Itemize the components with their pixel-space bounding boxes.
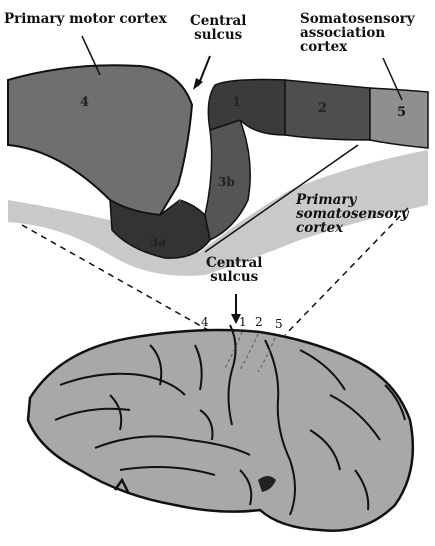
brain-area-2-label: 2 xyxy=(255,316,263,329)
label-somato-assoc-line1: Somatosensory xyxy=(300,12,435,26)
brain-area-4-label: 4 xyxy=(201,316,209,329)
brain-area-1-label: 1 xyxy=(239,316,247,329)
label-central-sulcus-bottom-line1: Central xyxy=(206,256,262,270)
label-central-sulcus-top-line1: Central xyxy=(190,14,246,28)
area-3b-label: 3b xyxy=(218,176,235,189)
label-primary-somatosensory-cortex: Primary somatosensory cortex xyxy=(296,193,408,236)
area-4-label: 4 xyxy=(80,96,89,110)
label-somato-assoc-line2: association cortex xyxy=(300,26,435,54)
label-primary-somato-line3: cortex xyxy=(296,221,408,235)
label-central-sulcus-bottom-line2: sulcus xyxy=(206,270,262,284)
label-primary-somato-line2: somatosensory xyxy=(296,207,408,221)
area-1-label: 1 xyxy=(232,96,241,110)
label-central-sulcus-bottom: Central sulcus xyxy=(206,256,262,284)
cortex-area-2 xyxy=(285,80,370,140)
brain xyxy=(28,330,413,531)
label-somatosensory-association: Somatosensory association cortex xyxy=(300,12,435,55)
area-3a-label: 3a xyxy=(150,236,166,249)
label-central-sulcus-top: Central sulcus xyxy=(190,14,246,42)
label-primary-motor-cortex: Primary motor cortex xyxy=(4,12,167,26)
cortex-area-4 xyxy=(8,65,192,215)
label-primary-somato-line1: Primary xyxy=(296,193,408,207)
brain-area-5-label: 5 xyxy=(275,318,283,331)
cortex-area-1 xyxy=(208,80,285,135)
label-central-sulcus-top-line2: sulcus xyxy=(190,28,246,42)
area-2-label: 2 xyxy=(318,102,327,116)
area-5-label: 5 xyxy=(397,106,406,120)
